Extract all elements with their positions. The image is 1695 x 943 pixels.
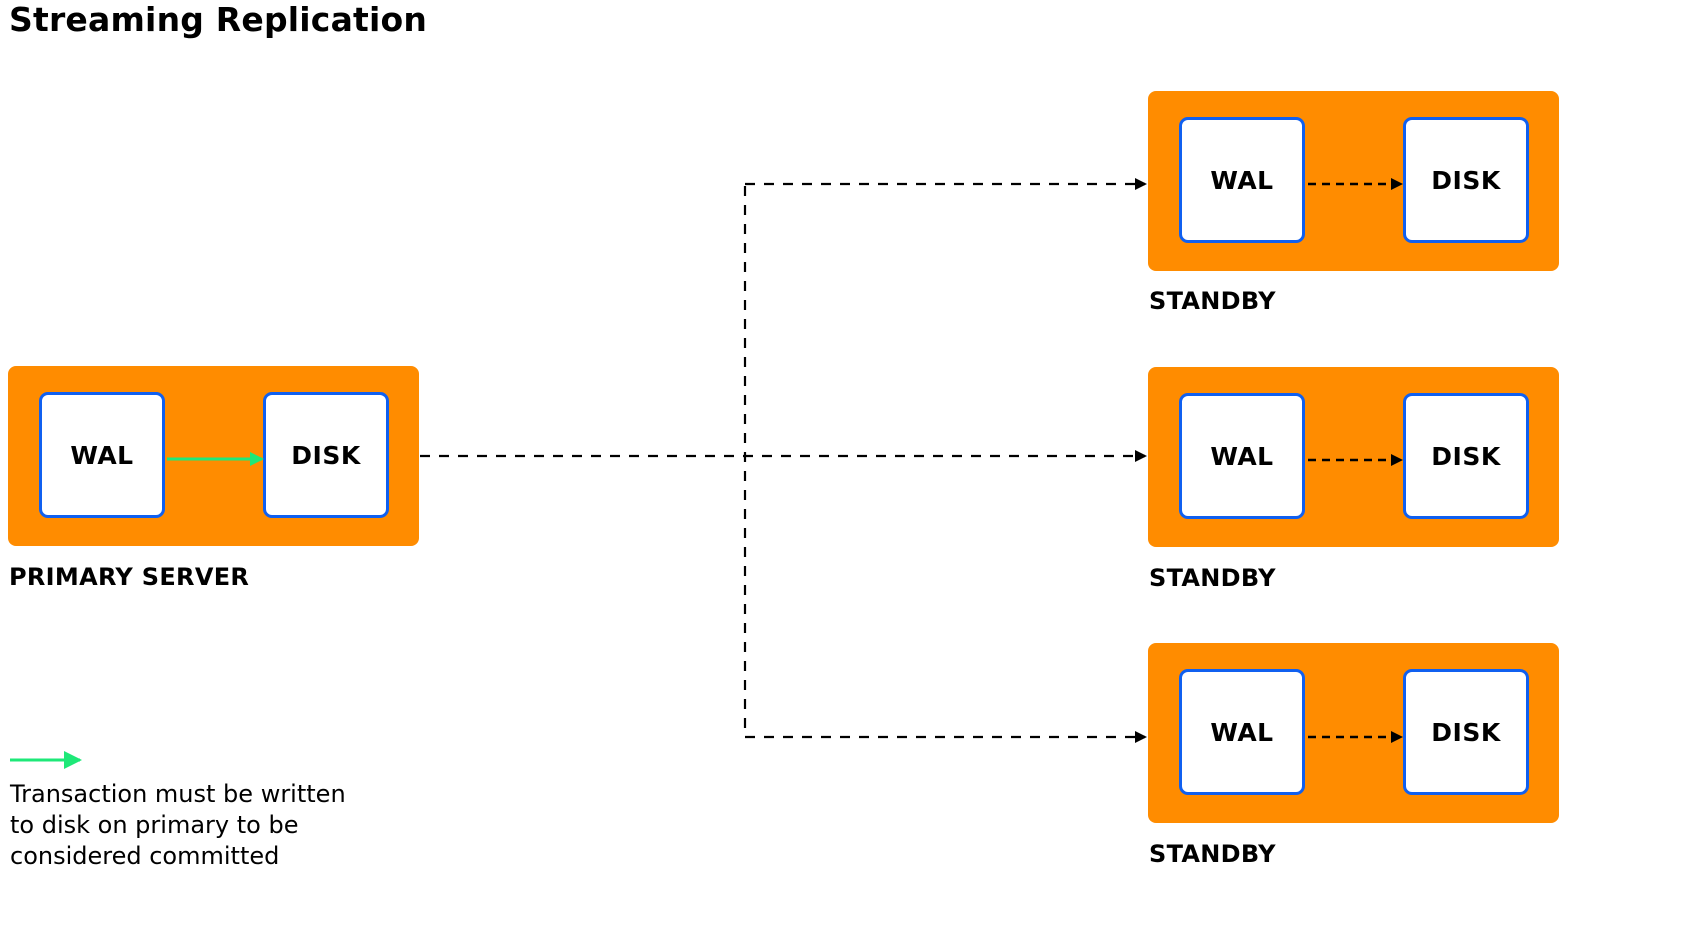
legend-green-arrow-icon — [10, 751, 82, 769]
standby-1-flush-arrow-icon — [1308, 178, 1403, 190]
primary-disk-box: DISK — [263, 392, 389, 518]
legend-description: Transaction must be written to disk on p… — [10, 779, 370, 872]
standby-2-wal-box: WAL — [1179, 393, 1305, 519]
standby-3-disk-box: DISK — [1403, 669, 1529, 795]
standby-1-disk-box: DISK — [1403, 117, 1529, 243]
standby-1-label: STANDBY — [1149, 287, 1276, 315]
standby-3-label: STANDBY — [1149, 840, 1276, 868]
primary-server-label: PRIMARY SERVER — [9, 563, 250, 591]
standby-2-panel: WAL DISK — [1148, 367, 1559, 547]
legend-line-1: Transaction must be written — [10, 780, 346, 808]
standby-3-flush-arrow-icon — [1308, 731, 1403, 743]
standby-3-wal-box: WAL — [1179, 669, 1305, 795]
legend-line-2: to disk on primary to be — [10, 811, 299, 839]
standby-2-flush-arrow-icon — [1308, 454, 1403, 466]
standby-2-label: STANDBY — [1149, 564, 1276, 592]
legend-line-3: considered committed — [10, 842, 280, 870]
commit-arrow-icon — [167, 452, 264, 466]
diagram-title: Streaming Replication — [9, 0, 428, 39]
primary-wal-box: WAL — [39, 392, 165, 518]
standby-3-panel: WAL DISK — [1148, 643, 1559, 823]
standby-2-disk-box: DISK — [1403, 393, 1529, 519]
standby-1-wal-box: WAL — [1179, 117, 1305, 243]
primary-server-panel: WAL DISK — [8, 366, 419, 546]
standby-1-panel: WAL DISK — [1148, 91, 1559, 271]
